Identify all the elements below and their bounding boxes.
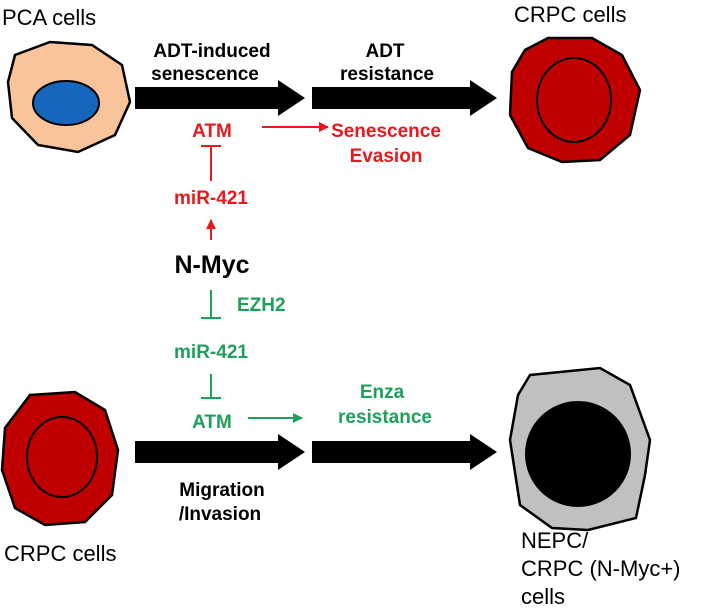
crpc-cell-top bbox=[508, 36, 642, 164]
resistance-label: resistance bbox=[340, 64, 434, 85]
senescence-evasion-line2: Evasion bbox=[350, 146, 423, 167]
invasion-label: /Invasion bbox=[179, 504, 261, 525]
nepc-cell bbox=[508, 366, 652, 532]
nepc-label-line1: NEPC/ bbox=[521, 528, 589, 553]
mir421-red-label: miR-421 bbox=[174, 188, 248, 209]
mir421-green-label: miR-421 bbox=[174, 342, 248, 363]
crpc-cells-top-label: CRPC cells bbox=[514, 2, 626, 27]
top-left-block-arrow bbox=[135, 80, 305, 116]
crpc-cell-bottom bbox=[0, 390, 120, 527]
adt-label: ADT bbox=[365, 41, 404, 62]
enza-label: Enza bbox=[360, 382, 405, 403]
bottom-right-block-arrow bbox=[312, 434, 497, 470]
adt-induced-label: ADT-induced bbox=[153, 41, 270, 62]
nmyc-label: N-Myc bbox=[174, 251, 249, 279]
atm-red-label: ATM bbox=[192, 121, 232, 142]
pca-cell bbox=[6, 40, 132, 154]
senescence-evasion-line1: Senescence bbox=[331, 121, 441, 142]
atm-green-label: ATM bbox=[192, 412, 232, 433]
senescence-label: senescence bbox=[151, 64, 259, 85]
migration-label: Migration bbox=[179, 480, 265, 501]
bottom-left-block-arrow bbox=[135, 434, 305, 470]
pca-cells-label: PCA cells bbox=[2, 5, 96, 30]
nepc-label-line3: cells bbox=[521, 584, 565, 609]
top-right-block-arrow bbox=[312, 80, 497, 116]
ezh2-label: EZH2 bbox=[237, 295, 286, 316]
enza-resistance-label: resistance bbox=[338, 407, 432, 428]
nepc-label-line2: CRPC (N-Myc+) bbox=[521, 556, 681, 581]
crpc-cells-bottom-label: CRPC cells bbox=[4, 541, 116, 566]
